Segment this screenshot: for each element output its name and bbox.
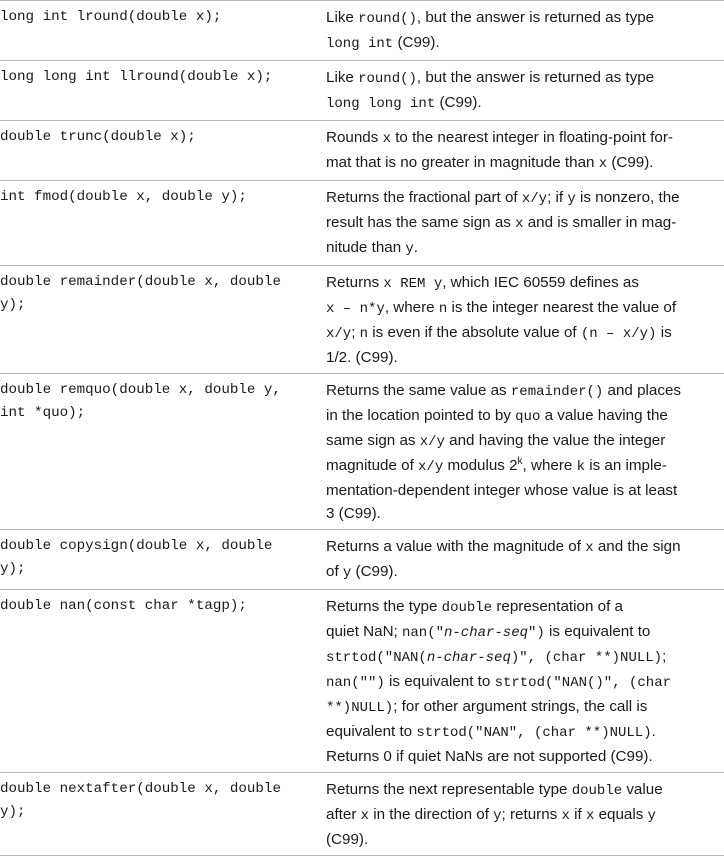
- code-span: x/y: [521, 191, 548, 207]
- code-span: double: [441, 600, 493, 616]
- code-span: round(): [358, 71, 417, 87]
- code-span: nan(""): [326, 675, 385, 691]
- function-description: Returns the type double representation o…: [326, 589, 724, 773]
- code-span: (n – x/y): [580, 326, 657, 342]
- code-span: x: [598, 156, 608, 172]
- code-span: x: [561, 808, 570, 824]
- table-row: double trunc(double x);Rounds x to the n…: [0, 120, 724, 181]
- function-description: Returns the next representable type doub…: [326, 772, 724, 856]
- code-span: "): [528, 625, 545, 641]
- code-span: x/y: [326, 326, 352, 342]
- function-description: Returns the fractional part of x/y; if y…: [326, 180, 724, 266]
- code-span: k: [576, 459, 585, 475]
- function-description: Returns the same value as remainder() an…: [326, 373, 724, 530]
- function-prototype: double remquo(double x, double y,int *qu…: [0, 373, 326, 530]
- superscript: k: [517, 455, 523, 467]
- function-description: Returns a value with the magnitude of x …: [326, 529, 724, 590]
- code-span: x: [515, 216, 524, 232]
- code-span: y: [342, 565, 352, 581]
- code-span: n: [359, 326, 369, 342]
- code-span: quo: [515, 409, 541, 425]
- table-row: int fmod(double x, double y);Returns the…: [0, 180, 724, 266]
- code-span: x – n*y: [326, 301, 385, 317]
- code-span: y: [647, 808, 656, 824]
- table-row: double nan(const char *tagp);Returns the…: [0, 589, 724, 773]
- code-span: y: [493, 808, 502, 824]
- function-prototype: int fmod(double x, double y);: [0, 180, 326, 266]
- code-span: n: [438, 301, 448, 317]
- code-span: )", (char **)NULL): [510, 650, 663, 666]
- code-span: strtod("NAN()", (char: [494, 675, 672, 691]
- code-span: x: [382, 131, 391, 147]
- function-description: Like round(), but the answer is returned…: [326, 0, 724, 61]
- code-span: x REM y: [383, 276, 443, 292]
- code-span: strtod("NAN", (char **)NULL): [416, 725, 652, 741]
- code-span: nan(": [401, 625, 444, 641]
- code-span: x: [360, 808, 370, 824]
- function-description: Like round(), but the answer is returned…: [326, 60, 724, 121]
- function-prototype: double trunc(double x);: [0, 120, 326, 181]
- function-description: Rounds x to the nearest integer in float…: [326, 120, 724, 181]
- code-span: y: [405, 241, 414, 257]
- code-span: long int: [326, 36, 394, 52]
- code-span: y: [567, 191, 576, 207]
- code-italic-span: n-char-seq: [444, 625, 529, 641]
- code-span: x: [585, 808, 595, 824]
- code-span: x/y: [419, 434, 445, 450]
- code-span: x: [585, 540, 594, 556]
- function-description: Returns x REM y, which IEC 60559 defines…: [326, 265, 724, 374]
- code-span: long long int: [326, 96, 436, 112]
- function-prototype: double nan(const char *tagp);: [0, 589, 326, 773]
- code-span: double: [571, 783, 623, 799]
- code-italic-span: n-char-seq: [426, 650, 511, 666]
- code-span: round(): [358, 11, 417, 27]
- code-span: x/y: [418, 459, 444, 475]
- code-span: **)NULL): [326, 700, 394, 716]
- function-prototype: long long int llround(double x);: [0, 60, 326, 121]
- table-row: long long int llround(double x);Like rou…: [0, 60, 724, 121]
- code-span: strtod("NAN(: [326, 650, 427, 666]
- table-row: double remquo(double x, double y,int *qu…: [0, 373, 724, 530]
- table-row: long int lround(double x);Like round(), …: [0, 0, 724, 61]
- function-prototype: long int lround(double x);: [0, 0, 326, 61]
- code-span: remainder(): [510, 384, 604, 400]
